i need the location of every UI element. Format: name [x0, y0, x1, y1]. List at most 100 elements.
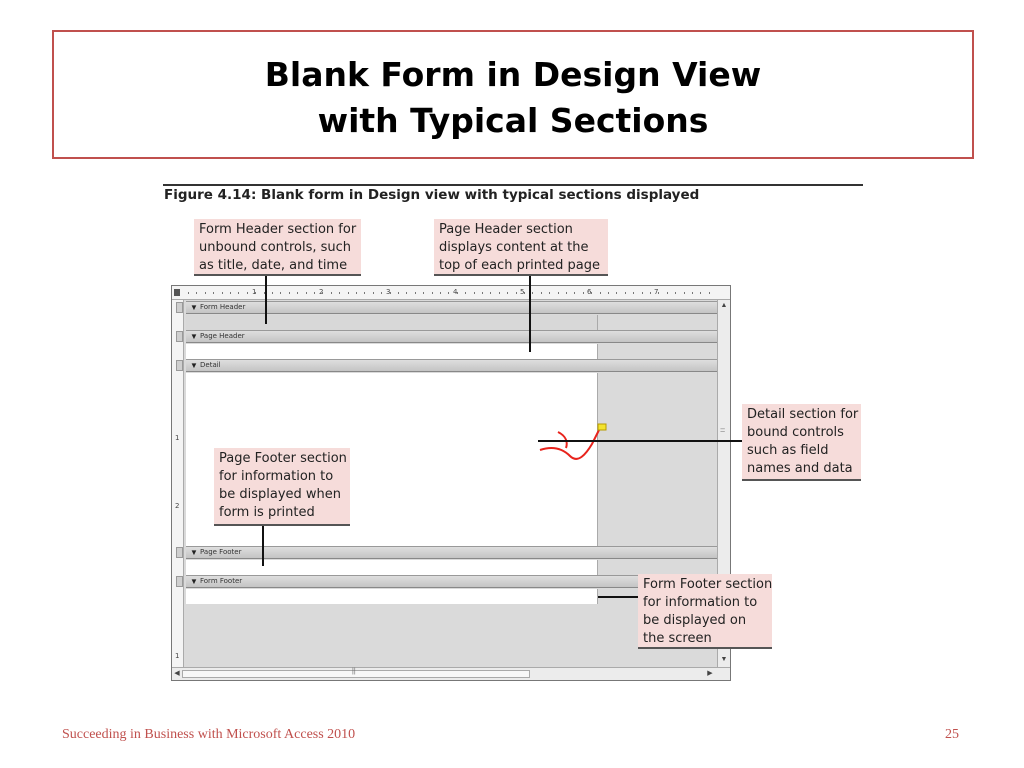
section-arrow-icon: ▼ — [190, 548, 198, 557]
ruler-tick — [490, 292, 492, 294]
callout-form-footer-line-2: for information to — [643, 595, 758, 610]
scroll-left-icon[interactable]: ◀ — [174, 670, 180, 677]
ruler-tick — [591, 292, 593, 294]
callout-detail: Detail section for bound controls such a… — [742, 404, 861, 481]
section-selector[interactable] — [176, 360, 183, 371]
scroll-down-icon[interactable]: ▼ — [720, 656, 728, 663]
ruler-tick — [540, 292, 542, 294]
ruler-tick — [213, 292, 215, 294]
callout-form-header-line-3: as title, date, and time — [199, 258, 348, 273]
section-arrow-icon: ▼ — [190, 303, 198, 312]
callout-page-footer-line-1: Page Footer section — [219, 451, 347, 466]
ruler-tick — [582, 292, 584, 294]
callout-form-header-line-1: Form Header section for — [199, 222, 357, 237]
callout-page-header: Page Header section displays content at … — [434, 219, 608, 276]
section-selector[interactable] — [176, 547, 183, 558]
callout-form-footer: Form Footer section for information to b… — [638, 574, 772, 649]
horizontal-scrollbar[interactable]: ◀ || ▶ — [172, 667, 730, 680]
ruler-tick — [515, 292, 517, 294]
callout-page-footer-line-3: be displayed when — [219, 487, 342, 502]
ruler-tick — [238, 292, 240, 294]
ruler-tick — [641, 292, 643, 294]
leader-line-form-footer — [598, 596, 638, 598]
ruler-tick — [456, 292, 458, 294]
vertical-ruler-number: 1 — [175, 652, 180, 660]
ruler-tick — [666, 292, 668, 294]
ruler-tick — [482, 292, 483, 294]
callout-detail-line-4: names and data — [747, 461, 853, 476]
ruler-tick — [683, 292, 685, 294]
vertical-ruler: 1 2 1 — [172, 300, 184, 667]
form-header-label: Form Header — [200, 303, 246, 311]
ruler-tick — [633, 292, 635, 294]
form-header-area[interactable] — [186, 315, 598, 330]
ruler-tick — [381, 292, 383, 294]
callout-form-header-line-2: unbound controls, such — [199, 240, 352, 255]
page-footer-bar[interactable]: ▼ Page Footer — [186, 546, 717, 559]
callout-form-footer-line-1: Form Footer section — [643, 577, 773, 592]
leader-line-page-header — [529, 276, 531, 352]
ruler-tick — [608, 292, 609, 294]
callout-form-footer-line-4: the screen — [643, 631, 712, 646]
detail-label: Detail — [200, 361, 221, 369]
leader-line-detail — [538, 440, 742, 442]
slide-title-line-2: with Typical Sections — [317, 101, 709, 140]
ruler-tick — [221, 292, 223, 294]
ruler-number: 1 — [252, 288, 256, 296]
ruler-tick — [230, 292, 231, 294]
form-selector-icon[interactable] — [174, 289, 180, 296]
ruler-tick — [389, 292, 391, 294]
section-arrow-icon: ▼ — [190, 577, 198, 586]
ruler-tick — [532, 292, 534, 294]
callout-page-footer-line-4: form is printed — [219, 505, 315, 520]
ruler-tick — [347, 292, 349, 294]
page-header-area[interactable] — [186, 344, 598, 359]
leader-line-form-header — [265, 276, 267, 324]
ruler-number: 3 — [386, 288, 391, 296]
ruler-tick — [448, 292, 450, 294]
page-footer-area[interactable] — [186, 560, 598, 575]
ruler-tick — [406, 292, 408, 294]
horizontal-scroll-thumb[interactable] — [182, 670, 530, 678]
section-arrow-icon: ▼ — [190, 361, 198, 370]
ruler-tick — [263, 292, 265, 294]
ruler-tick — [473, 292, 475, 294]
ruler-tick — [414, 292, 416, 294]
ruler-tick — [322, 292, 324, 294]
ruler-tick — [574, 292, 576, 294]
ruler-tick — [314, 292, 315, 294]
form-footer-area[interactable] — [186, 589, 598, 604]
ruler-tick — [658, 292, 660, 294]
horizontal-ruler: 1 2 3 4 5 6 7 — [172, 286, 730, 300]
ruler-tick — [524, 292, 525, 294]
ruler-tick — [440, 292, 441, 294]
ruler-number: 5 — [520, 288, 525, 296]
slide-footer-text: Succeeding in Business with Microsoft Ac… — [62, 727, 356, 742]
vertical-ruler-number: 2 — [175, 502, 180, 510]
section-arrow-icon: ▼ — [190, 332, 198, 341]
page-header-bar[interactable]: ▼ Page Header — [186, 330, 717, 343]
section-selector[interactable] — [176, 576, 183, 587]
form-header-bar[interactable]: ▼ Form Header — [186, 301, 717, 314]
section-selector[interactable] — [176, 302, 183, 313]
ruler-tick — [498, 292, 500, 294]
callout-page-header-line-3: top of each printed page — [439, 258, 600, 273]
section-selector[interactable] — [176, 331, 183, 342]
ruler-tick — [431, 292, 433, 294]
ruler-number: 7 — [654, 288, 659, 296]
ruler-tick — [356, 292, 357, 294]
form-footer-label: Form Footer — [200, 577, 243, 585]
ruler-tick — [372, 292, 374, 294]
form-footer-bar[interactable]: ▼ Form Footer — [186, 575, 717, 588]
ruler-tick — [599, 292, 601, 294]
ruler-number: 4 — [453, 288, 458, 296]
detail-bar[interactable]: ▼ Detail — [186, 359, 717, 372]
slide-title-box: Blank Form in Design View with Typical S… — [52, 30, 974, 159]
resize-handle-icon[interactable] — [597, 423, 607, 431]
ruler-tick — [708, 292, 710, 294]
callout-page-footer-line-2: for information to — [219, 469, 334, 484]
ruler-tick — [280, 292, 282, 294]
scroll-up-icon[interactable]: ▲ — [720, 302, 728, 309]
page-header-label: Page Header — [200, 332, 245, 340]
scroll-right-icon[interactable]: ▶ — [707, 670, 713, 677]
